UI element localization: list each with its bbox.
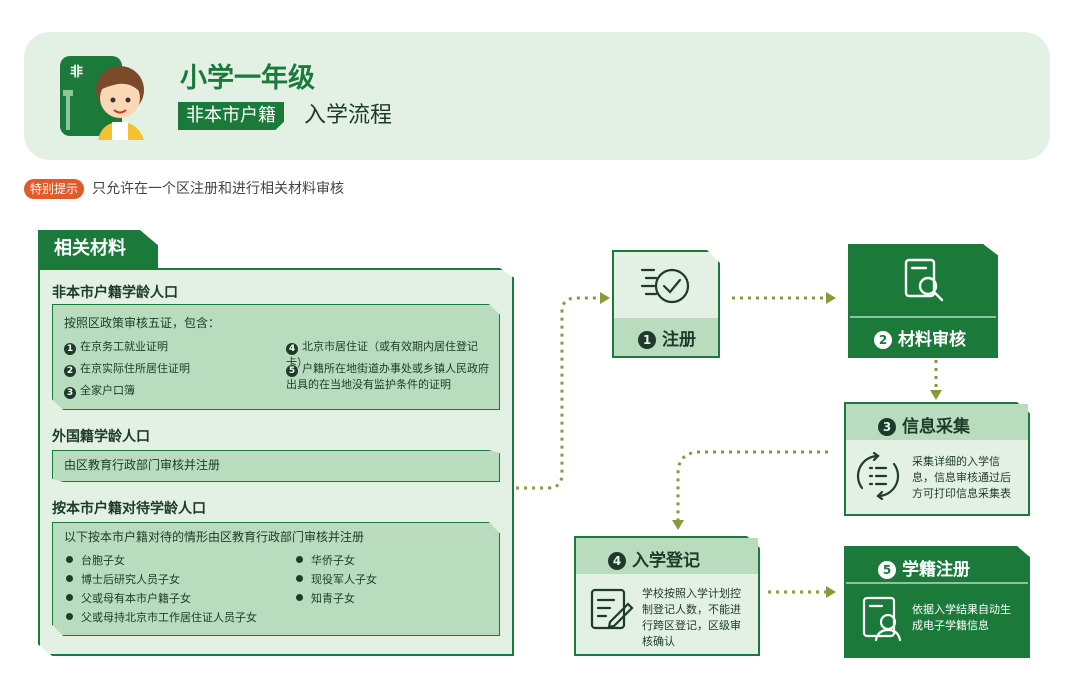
number-badge: 4 — [286, 343, 298, 355]
connector-info-to-enroll — [676, 450, 828, 520]
student-avatar-icon — [60, 56, 144, 140]
step-register-label-bar — [614, 318, 718, 356]
foreign-requirements-box — [52, 450, 500, 482]
tip-text: 只允许在一个区注册和进行相关材料审核 — [92, 181, 344, 197]
list-item: 1 在京务工就业证明 — [64, 339, 168, 355]
document-search-icon — [904, 258, 944, 302]
list-item-text: 台胞子女 — [81, 554, 125, 567]
section-title-foreign: 外国籍学龄人口 — [52, 429, 150, 445]
step-number-badge: 2 — [874, 331, 892, 349]
number-badge: 5 — [286, 365, 298, 377]
step-student-status — [844, 546, 1030, 658]
arrowhead-icon — [600, 292, 610, 304]
step-info-header-bar — [846, 404, 1028, 440]
bullet-icon — [66, 594, 73, 601]
tip-badge: 特别提示 — [24, 179, 85, 199]
page-title: 小学一年级 — [180, 63, 315, 94]
list-item-text: 在京务工就业证明 — [80, 340, 168, 353]
number-badge: 2 — [64, 365, 76, 377]
list-item-text: 知青子女 — [311, 592, 355, 605]
list-item-text: 全家户口簿 — [80, 384, 135, 397]
list-item-text: 现役军人子女 — [311, 573, 377, 586]
bullet-icon — [296, 556, 303, 563]
step-status-divider — [846, 582, 1028, 584]
step-review-divider — [850, 316, 996, 318]
bullet-icon — [66, 613, 73, 620]
list-item-text: 在京实际住所居住证明 — [80, 362, 190, 375]
avatar-label: 非 — [70, 65, 84, 80]
list-item: 2 在京实际住所居住证明 — [64, 361, 190, 377]
step-review-label: 材料审核 — [898, 330, 966, 350]
materials-tab: 相关材料 — [38, 230, 158, 268]
list-item: 台胞子女 — [66, 553, 125, 568]
list-item: 现役军人子女 — [296, 572, 377, 587]
step-number-badge: 3 — [878, 418, 896, 436]
list-item: 博士后研究人员子女 — [66, 572, 180, 587]
step-register-title: 1 注册 — [638, 325, 696, 350]
arrowhead-icon — [672, 520, 684, 530]
bullet-icon — [296, 594, 303, 601]
list-item: 知青子女 — [296, 591, 355, 606]
step-info-description: 采集详细的入学信息，信息审核通过后方可打印信息采集表 — [912, 455, 1011, 500]
local-equivalent-box — [52, 522, 500, 636]
number-badge: 3 — [64, 387, 76, 399]
list-item: 父或母持北京市工作居住证人员子女 — [66, 610, 257, 625]
bullet-icon — [296, 575, 303, 582]
step-number-badge: 4 — [608, 552, 626, 570]
cycle-list-icon — [856, 452, 900, 500]
step-review — [848, 244, 998, 358]
step-enroll-description: 学校按照入学计划控制登记人数，不能进行跨区登记，区级审核确认 — [642, 587, 741, 648]
arrowhead-icon — [826, 586, 836, 598]
section-title-nonlocal: 非本市户籍学龄人口 — [52, 285, 178, 301]
list-item: 父或母有本市户籍子女 — [66, 591, 191, 606]
step-enroll-title: 4 入学登记 — [608, 546, 700, 571]
step-status-title: 5 学籍注册 — [878, 555, 970, 580]
subtitle-badge: 非本市户籍 — [178, 102, 284, 130]
step-info-label: 信息采集 — [902, 417, 970, 437]
step-enroll-header-bar — [576, 538, 758, 574]
student-profile-icon — [862, 596, 902, 642]
nonlocal-intro: 按照区政策审核五证，包含： — [64, 316, 221, 330]
register-check-icon — [640, 268, 690, 304]
list-item-text: 博士后研究人员子女 — [81, 573, 180, 586]
bullet-icon — [66, 575, 73, 582]
bullet-icon — [66, 556, 73, 563]
number-badge: 1 — [64, 343, 76, 355]
list-item-text: 户籍所在地街道办事处或乡镇人民政府出具的在当地没有监护条件的证明 — [286, 362, 489, 391]
arrowhead-icon — [930, 390, 942, 400]
header-banner — [24, 32, 1050, 160]
connector-materials-to-register — [516, 296, 600, 490]
local-equivalent-intro: 以下按本市户籍对待的情形由区教育行政部门审核并注册 — [64, 530, 365, 544]
step-number-badge: 5 — [878, 561, 896, 579]
step-number-badge: 1 — [638, 331, 656, 349]
nonlocal-requirements-box — [52, 304, 500, 410]
step-enroll-label: 入学登记 — [632, 551, 700, 571]
arrowhead-icon — [826, 292, 836, 304]
form-pen-icon — [590, 588, 634, 630]
step-review-title: 2 材料审核 — [874, 325, 966, 350]
list-item-text: 父或母有本市户籍子女 — [81, 592, 191, 605]
list-item: 华侨子女 — [296, 553, 355, 568]
foreign-requirement-text: 由区教育行政部门审核并注册 — [64, 458, 221, 472]
step-status-description: 依据入学结果自动生成电子学籍信息 — [912, 603, 1011, 632]
step-status-label: 学籍注册 — [902, 560, 970, 580]
subtitle-text: 入学流程 — [304, 103, 393, 128]
step-register-label: 注册 — [662, 330, 696, 350]
list-item-text: 父或母持北京市工作居住证人员子女 — [81, 611, 257, 624]
list-item-text: 华侨子女 — [311, 554, 355, 567]
list-item: 3 全家户口簿 — [64, 383, 135, 399]
section-title-local-equivalent: 按本市户籍对待学龄人口 — [52, 501, 206, 517]
step-info-title: 3 信息采集 — [878, 412, 970, 437]
